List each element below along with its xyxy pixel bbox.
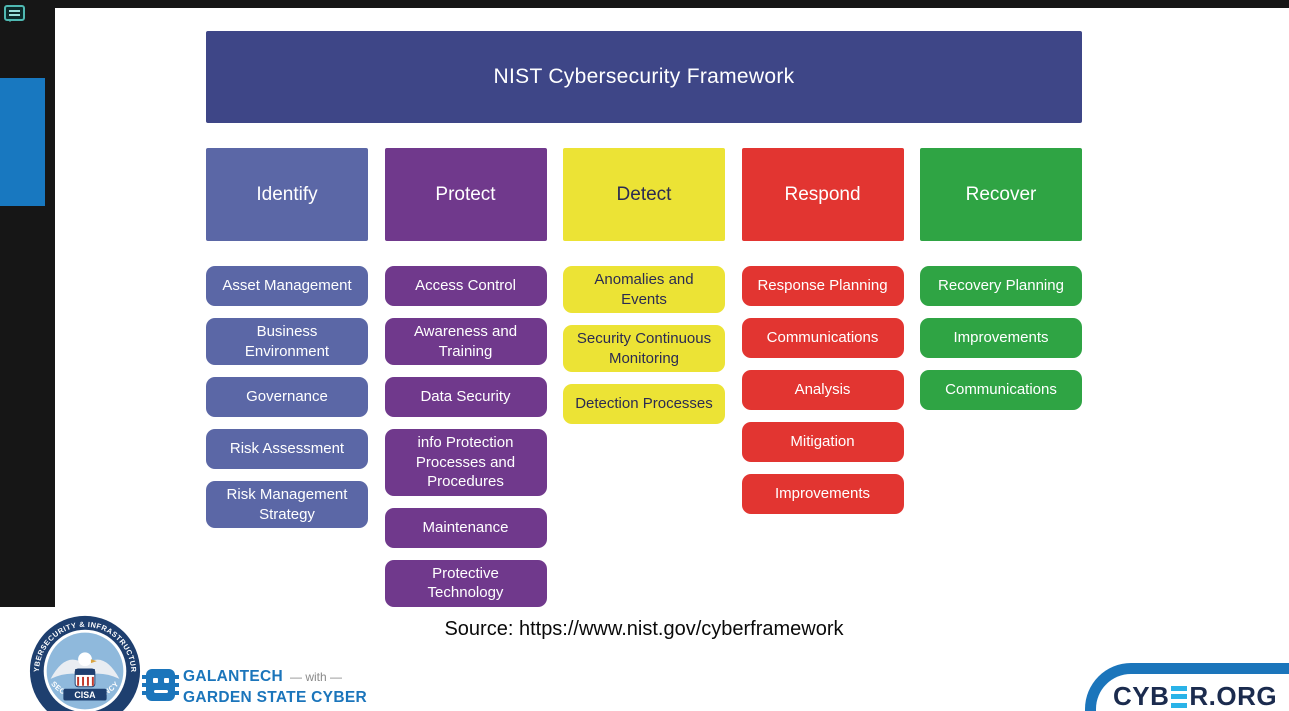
cyberorg-swoosh: CYB R.ORG [1085, 663, 1289, 711]
column-header-recover: Recover [920, 148, 1082, 241]
framework-item: Analysis [741, 370, 904, 410]
framework-item: Recovery Planning [920, 266, 1082, 306]
framework-item: Protective Technology [384, 559, 547, 607]
framework-item: Improvements [920, 318, 1082, 358]
cyberorg-logo: CYB R.ORG [1073, 653, 1289, 711]
framework-item: Asset Management [206, 266, 368, 306]
framework-item: Risk Assessment [206, 429, 368, 469]
framework-item: Communications [920, 370, 1082, 410]
garden-state-cyber-name: GARDEN STATE CYBER [183, 688, 367, 706]
framework-item: Mitigation [741, 422, 904, 462]
framework-item: info Protection Processes and Procedures [384, 429, 547, 496]
cisa-acronym: CISA [74, 690, 96, 700]
source-text: Source: https://www.nist.gov/cyberframew… [444, 618, 844, 640]
cyberorg-text-right: R.ORG [1189, 681, 1278, 711]
framework-item: Maintenance [384, 507, 547, 548]
framework-item: Access Control [384, 266, 547, 306]
galantech-chip-icon [142, 669, 179, 701]
cisa-eagle-icon: CISA [50, 652, 120, 701]
framework-item: Awareness and Training [384, 318, 547, 365]
framework-item: Anomalies and Events [563, 266, 725, 313]
galantech-with-text: — with — [290, 670, 343, 684]
framework-item: Response Planning [741, 266, 904, 306]
cisa-logo: CYBERSECURITY & INFRASTRUCTURE SECURITY … [26, 612, 143, 711]
framework-item: Business Environment [206, 318, 368, 365]
framework-item: Detection Processes [563, 384, 725, 424]
cyberorg-wordmark: CYB R.ORG [1113, 681, 1289, 711]
slide-title-banner: NIST Cybersecurity Framework [206, 31, 1082, 123]
framework-item: Security Continuous Monitoring [563, 325, 725, 372]
column-header-protect: Protect [384, 148, 547, 241]
framework-item: Governance [206, 377, 368, 417]
framework-item: Risk Management Strategy [206, 481, 368, 528]
cyberorg-text-left: CYB [1113, 681, 1170, 711]
framework-item: Communications [741, 318, 904, 358]
column-header-detect: Detect [563, 148, 725, 241]
left-rail-indicator [0, 78, 45, 206]
framework-item: Improvements [741, 474, 904, 514]
framework-item: Data Security [384, 377, 547, 417]
galantech-name: GALANTECH [183, 668, 283, 685]
galantech-logo: GALANTECH — with — GARDEN STATE CYBER [142, 667, 367, 707]
column-header-identify: Identify [206, 148, 368, 241]
presenter-notes-icon[interactable] [4, 5, 25, 22]
column-header-respond: Respond [741, 148, 904, 241]
cyberorg-e-bars-icon [1171, 685, 1188, 708]
